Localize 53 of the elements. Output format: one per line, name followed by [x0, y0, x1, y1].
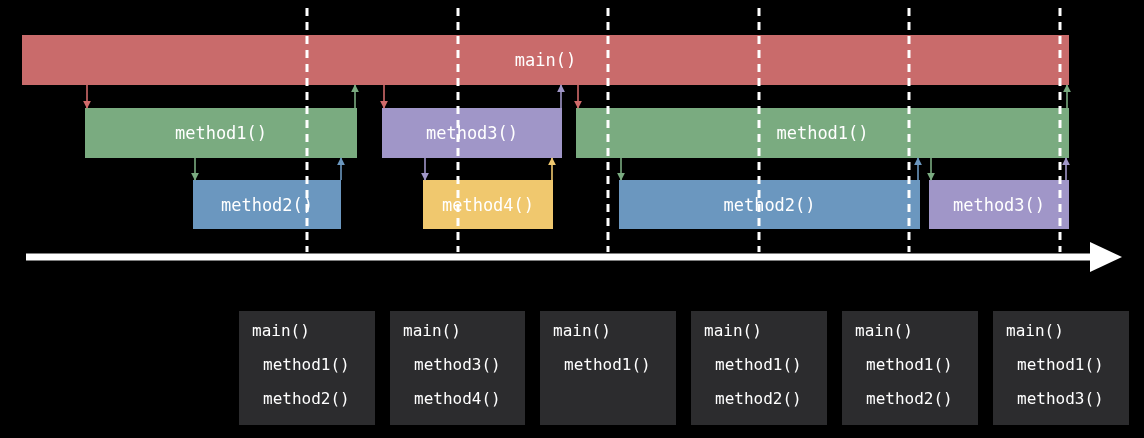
- call-arrow: [617, 157, 625, 181]
- call-arrow: [1063, 84, 1071, 109]
- method-call-bar: [193, 180, 341, 229]
- call-arrow: [337, 157, 345, 181]
- call-stack-panel: [842, 311, 978, 425]
- method-name: method2(): [220, 194, 314, 215]
- stack-frame-text: method1(): [564, 355, 651, 375]
- method-name: method4(): [441, 194, 535, 215]
- call-arrow: [548, 157, 556, 181]
- method-name: method1(): [776, 123, 869, 143]
- call-stack-panel: [993, 311, 1129, 425]
- call-arrow: [351, 84, 359, 109]
- call-arrow: [914, 157, 922, 181]
- stack-frame-text: method1(): [263, 355, 350, 375]
- call-stack-panel: [691, 311, 827, 425]
- stack-frame-text: method1(): [715, 355, 802, 375]
- call-arrow: [927, 157, 935, 181]
- stack-frame-text: main(): [403, 321, 461, 341]
- call-arrow: [421, 157, 429, 181]
- call-stack-panel: [540, 311, 676, 425]
- stack-frame-text: main(): [252, 321, 310, 341]
- method-name: main(): [514, 50, 577, 70]
- method-call-bar: [85, 108, 357, 158]
- method-call-bar: [382, 108, 562, 158]
- method-call-bar: [576, 108, 1069, 158]
- call-arrow: [83, 84, 91, 109]
- stack-frame-text: main(): [855, 321, 913, 341]
- method-name: method3(): [952, 194, 1046, 215]
- stack-frame-text: method2(): [866, 389, 953, 409]
- stack-frame-text: method2(): [263, 389, 350, 409]
- stack-frame-text: method2(): [715, 389, 802, 409]
- stack-frame-text: method1(): [1017, 355, 1104, 375]
- stack-frame-text: method1(): [866, 355, 953, 375]
- call-arrow: [380, 84, 388, 109]
- method-name: method1(): [174, 123, 268, 143]
- stack-frame-text: method4(): [414, 389, 501, 409]
- stack-frame-text: main(): [1006, 321, 1064, 341]
- method-call-bar: [619, 180, 920, 229]
- stack-frame-text: main(): [553, 321, 611, 341]
- method-name: method2(): [723, 194, 816, 215]
- call-stack-panel: [390, 311, 525, 425]
- method-call-bar: [929, 180, 1069, 229]
- stack-frame-text: method3(): [414, 355, 501, 375]
- call-stack-panel: [239, 311, 375, 425]
- stack-frame-text: main(): [704, 321, 762, 341]
- method-call-bar: [423, 180, 553, 229]
- method-call-bar: [22, 35, 1069, 85]
- stack-frame-text: method3(): [1017, 389, 1104, 409]
- call-arrow: [191, 157, 199, 181]
- call-arrow: [1062, 157, 1070, 181]
- call-arrow: [557, 84, 565, 109]
- method-name: method3(): [425, 123, 519, 143]
- call-arrow: [574, 84, 582, 109]
